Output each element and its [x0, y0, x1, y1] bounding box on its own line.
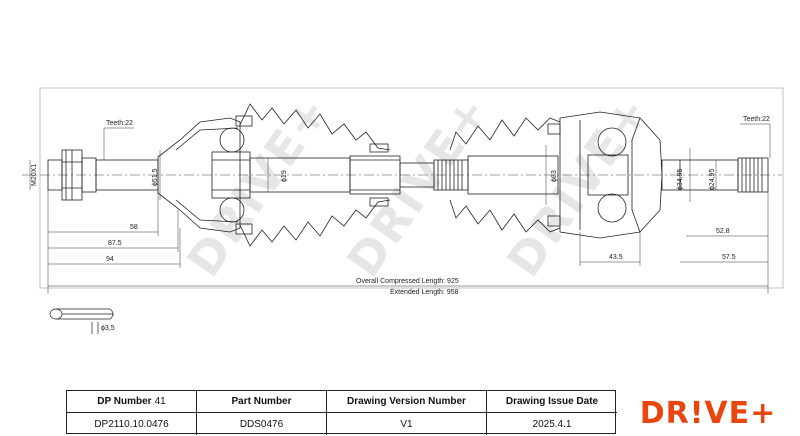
len-43-5-label: 43.5: [609, 254, 623, 261]
title-block: DP Number 41 Part Number Drawing Version…: [66, 390, 617, 435]
len-94-label: 94: [106, 256, 114, 263]
drawing-version-header: Drawing Version Number: [327, 391, 487, 413]
dia-19-label: ϕ19: [281, 170, 288, 182]
len-58-label: 58: [130, 224, 138, 231]
len-57-5-label: 57.5: [722, 254, 736, 261]
dimension-labels: Teeth:22 Teeth:22 M20X1 ϕ51,5 ϕ19 ϕ83 ϕ3…: [31, 116, 770, 296]
teeth-right-label: Teeth:22: [743, 116, 770, 123]
dia-24-95-label: ϕ24,95: [709, 168, 716, 190]
watermark-text-2: DRIVE+: [336, 85, 500, 287]
dp-number-suffix: 41: [154, 396, 166, 407]
dp-number-value: DP2110.10.0476: [67, 413, 197, 435]
drawing-frame: [39, 87, 784, 289]
drive-logo: DR!VE+: [639, 395, 777, 431]
part-number-value: DDS0476: [197, 413, 327, 435]
dia-51-5-label: ϕ51,5: [152, 168, 159, 186]
drawing-version-value: V1: [327, 413, 487, 435]
len-52-8-label: 52.8: [716, 228, 730, 235]
part-number-header: Part Number: [197, 391, 327, 413]
cotter-pin-detail: ϕ3,5: [49, 308, 115, 334]
pin-diameter-label: ϕ3,5: [101, 325, 115, 332]
len-87-5-label: 87.5: [108, 240, 122, 247]
extended-length-label: Extended Length: 958: [390, 289, 459, 296]
teeth-left-label: Teeth:22: [106, 120, 133, 127]
dp-number-header: DP Number 41: [67, 391, 197, 413]
thread-label: M20X1: [31, 164, 38, 186]
shaft-outline: [47, 103, 769, 247]
dp-number-label: DP Number: [97, 396, 152, 407]
dimension-lines: [29, 123, 771, 294]
dia-83-label: ϕ83: [551, 170, 558, 182]
overall-compressed-label: Overall Compressed Length: 925: [356, 278, 459, 285]
drawing-issue-date-header: Drawing Issue Date: [487, 391, 617, 413]
dia-34-95-label: ϕ34,95: [677, 168, 684, 190]
watermark: DRIVE+ DRIVE+ DRIVE+: [176, 85, 660, 287]
drawing-issue-date-value: 2025.4.1: [532, 418, 572, 430]
